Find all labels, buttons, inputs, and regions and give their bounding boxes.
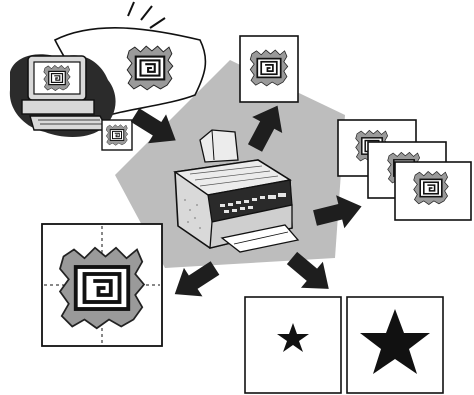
computer-fax-icon <box>9 1 207 151</box>
small-star-icon <box>277 323 309 352</box>
enlarged-copy-icon <box>41 223 163 347</box>
all-in-one-printer-icon <box>173 129 300 253</box>
copy-page-icon <box>239 35 299 103</box>
control-panel-buttons <box>220 193 286 213</box>
small-and-large-star-icon <box>244 296 444 394</box>
stacked-copies-icon <box>337 119 472 221</box>
large-star-icon <box>360 309 430 374</box>
transmit-lines-icon <box>127 1 166 29</box>
